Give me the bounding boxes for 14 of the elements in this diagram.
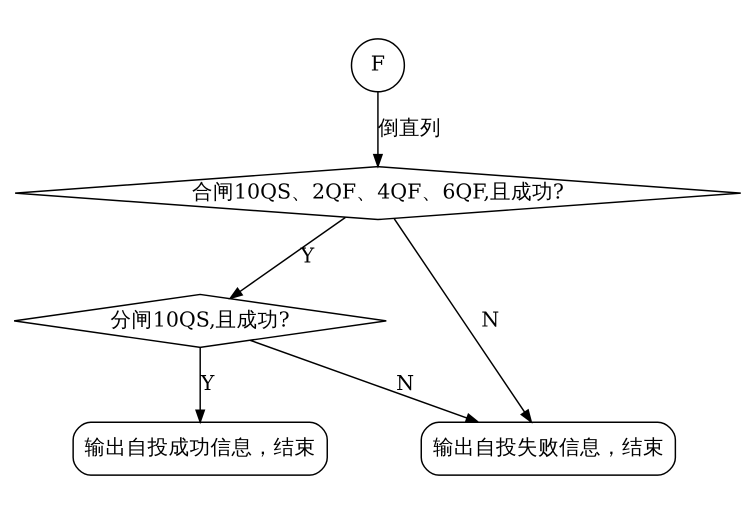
node-box: 输出自投失败信息，结束 <box>420 421 676 476</box>
node-diamond: 分闸10QS,且成功? <box>13 293 388 348</box>
node-box: 输出自投成功信息，结束 <box>72 421 328 476</box>
arrow <box>250 339 480 422</box>
edge-label: 倒直列 <box>378 115 442 140</box>
arrow <box>372 92 384 168</box>
edge-label: Y <box>300 242 314 267</box>
arrow <box>195 347 206 424</box>
node-diamond: 合闸10QS、2QF、4QF、6QF,且成功? <box>14 165 742 220</box>
edge-label: N <box>481 306 500 331</box>
edge-label: N <box>396 370 414 395</box>
node-circle: F <box>350 38 406 92</box>
arrow <box>228 216 346 300</box>
arrow <box>394 218 533 424</box>
